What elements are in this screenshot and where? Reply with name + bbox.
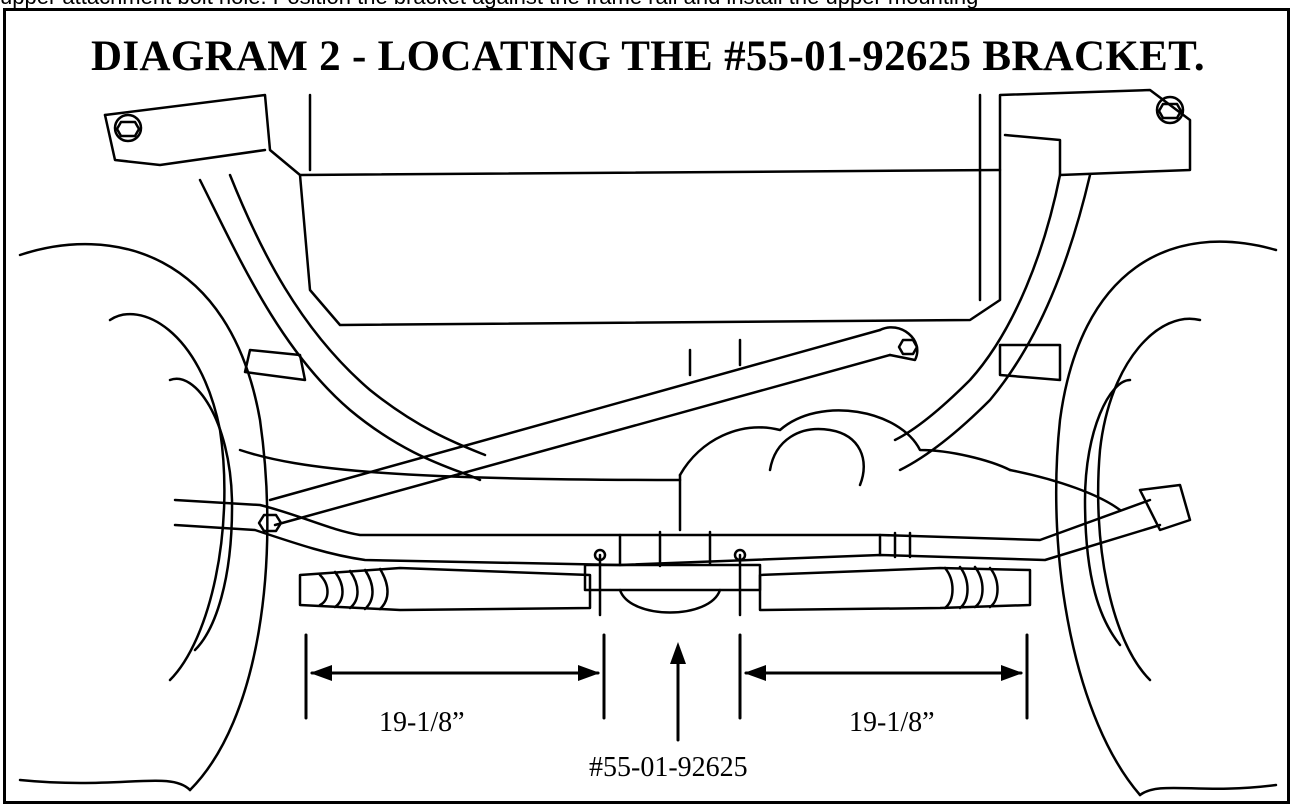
- part-pointer-arrow: [670, 642, 686, 664]
- left-dimension-label: 19-1/8”: [376, 707, 468, 739]
- leaf-springs: [198, 173, 1092, 482]
- tie-rod: [173, 483, 1192, 568]
- right-dim-arrow-end: [1001, 665, 1023, 681]
- frame-crossmember: [103, 88, 1192, 327]
- arrowheads: [310, 642, 1023, 681]
- left-dim-arrow-end: [578, 665, 600, 681]
- left-dim-arrow-start: [310, 665, 332, 681]
- diagram-title: DIAGRAM 2 - LOCATING THE #55-01-92625 BR…: [91, 33, 1205, 80]
- right-dimension-label: 19-1/8”: [846, 707, 938, 739]
- differential-housing: [678, 409, 1012, 532]
- right-dim-arrow-start: [744, 665, 766, 681]
- bracket-55-01-92625: [583, 548, 762, 617]
- part-number-label: #55-01-92625: [589, 752, 748, 783]
- cut-off-instruction-text: upper attachment bolt hole. Position the…: [0, 0, 1296, 8]
- left-tire: [18, 242, 269, 792]
- right-tire: [1055, 240, 1278, 797]
- steering-stabilizer: [298, 565, 1032, 612]
- axle-tubes: [238, 448, 1122, 512]
- bolt-icons: [113, 95, 1185, 533]
- diagram-frame: [3, 8, 1290, 804]
- dimension-lines: [304, 633, 1029, 742]
- track-bar: [268, 326, 919, 527]
